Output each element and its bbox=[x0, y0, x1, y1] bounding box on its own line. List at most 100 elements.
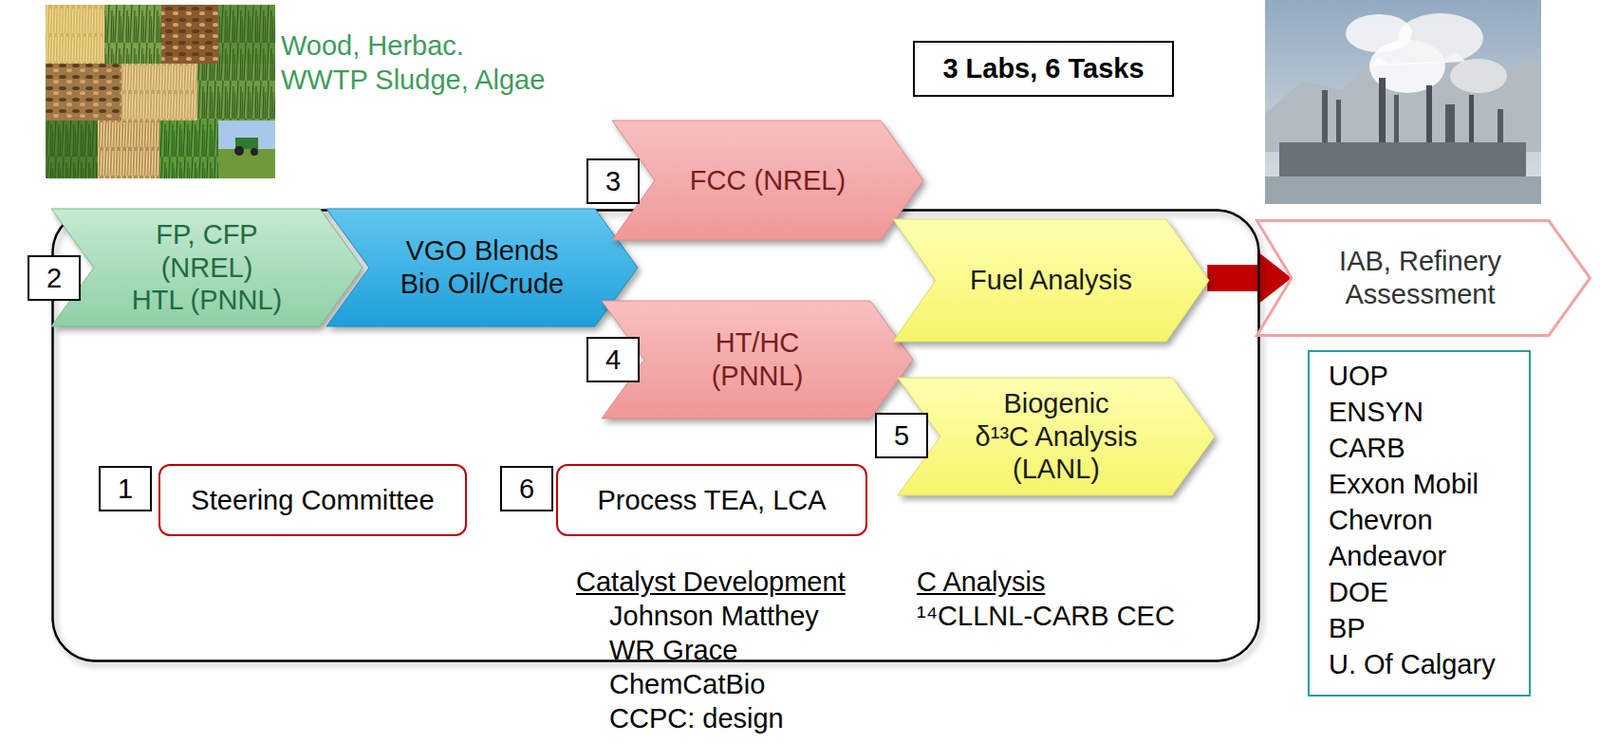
partner-label: Johnson Matthey bbox=[609, 599, 819, 633]
photo-tile bbox=[45, 120, 98, 179]
photo-texture bbox=[161, 4, 219, 64]
node-text: CARB bbox=[1328, 429, 1406, 466]
node-text: δ¹³C Analysis (LANL) bbox=[954, 420, 1159, 487]
photo-sky bbox=[218, 120, 276, 149]
node-text: IAB, Refinery Assessment bbox=[1320, 244, 1521, 312]
chevron-shape bbox=[601, 300, 913, 419]
photo-texture bbox=[104, 4, 162, 64]
chevron-outline bbox=[612, 120, 924, 241]
process-chevron: FP, CFP (NREL)HTL (PNNL) bbox=[51, 208, 363, 327]
sky bbox=[1265, 0, 1542, 205]
process-chevron: Fuel Analysis bbox=[893, 219, 1210, 342]
water bbox=[1265, 176, 1542, 205]
partner-list-box: UOPENSYNCARBExxon MobilChevronAndeavorDO… bbox=[1307, 350, 1531, 697]
output-chevron: IAB, Refinery Assessment bbox=[1255, 219, 1592, 337]
node-text: Fuel Analysis bbox=[969, 263, 1133, 298]
node-text: VGO Blends Bio Oil/Crude bbox=[390, 234, 576, 301]
text-area: FP, CFP (NREL)HTL (PNNL) bbox=[93, 208, 320, 327]
node-text: Andeavor bbox=[1328, 538, 1447, 575]
partner-label: ¹⁴CLLNL-CARB CEC bbox=[916, 599, 1175, 633]
text-area: FCC (NREL) bbox=[654, 120, 881, 241]
process-chevron: VGO Blends Bio Oil/Crude bbox=[326, 208, 638, 327]
callout-number: 4 bbox=[586, 336, 640, 383]
photo-tile bbox=[218, 4, 276, 64]
node-text: Exxon Mobil bbox=[1328, 465, 1479, 503]
photo-texture bbox=[159, 120, 219, 179]
feedstock-photo bbox=[45, 4, 276, 179]
section-heading: C Analysis bbox=[916, 565, 1045, 598]
node-text: FCC (NREL) bbox=[689, 164, 846, 198]
node-text: 3 Labs, 6 Tasks bbox=[942, 52, 1144, 86]
photo-texture bbox=[45, 4, 105, 64]
frame-line bbox=[53, 210, 1260, 662]
smoke bbox=[1450, 58, 1507, 94]
callout-number: 5 bbox=[874, 412, 929, 459]
photo-field bbox=[218, 148, 276, 179]
photo-texture bbox=[197, 63, 276, 121]
callout-number: 2 bbox=[27, 255, 81, 301]
chevron-outline bbox=[51, 208, 363, 327]
photo-tile bbox=[45, 4, 105, 64]
text-area: Biogenicδ¹³C Analysis (LANL) bbox=[940, 377, 1173, 496]
section-heading: Catalyst Development bbox=[576, 565, 846, 598]
process-chevron: Biogenicδ¹³C Analysis (LANL) bbox=[897, 377, 1215, 496]
plant-base bbox=[1279, 142, 1526, 177]
photo-tile bbox=[104, 4, 162, 64]
partner-label: CCPC: design bbox=[609, 702, 784, 735]
callout-number: 3 bbox=[586, 158, 640, 205]
node-text: Chevron bbox=[1328, 502, 1433, 539]
chevron-outline bbox=[893, 219, 1210, 342]
photo-tile bbox=[121, 63, 198, 121]
chevron-outline bbox=[1257, 221, 1591, 336]
text-area: Steering Committee bbox=[160, 465, 466, 535]
photo-tile bbox=[45, 63, 122, 121]
refinery-photo bbox=[1265, 0, 1542, 205]
text-area: IAB, Refinery Assessment bbox=[1291, 219, 1549, 337]
photo-texture bbox=[97, 120, 160, 179]
text-area: Fuel Analysis bbox=[935, 219, 1167, 342]
text-area: VGO Blends Bio Oil/Crude bbox=[369, 208, 596, 327]
chevron-shape bbox=[326, 208, 638, 327]
chevron-outline bbox=[326, 208, 638, 327]
node-text: Process TEA, LCA bbox=[596, 483, 826, 518]
partner-label: WR Grace bbox=[609, 633, 738, 667]
task-box: Steering Committee bbox=[158, 464, 467, 537]
node-text: ENSYN bbox=[1328, 393, 1424, 430]
node-text: DOE bbox=[1328, 574, 1389, 611]
node-text: UOP bbox=[1328, 357, 1389, 394]
arrow-shaft bbox=[1207, 264, 1260, 292]
tractor-wheel bbox=[234, 146, 244, 156]
photo-texture bbox=[45, 120, 98, 179]
photo-texture bbox=[45, 63, 122, 121]
photo-tile bbox=[161, 4, 219, 64]
callout-number: 6 bbox=[500, 465, 554, 512]
node-text: HT/HC (PNNL) bbox=[686, 326, 829, 393]
photo-texture bbox=[218, 4, 276, 64]
text-area: Process TEA, LCA bbox=[558, 465, 866, 535]
node-text: U. Of Calgary bbox=[1328, 646, 1496, 683]
node-text: HTL (PNNL) bbox=[131, 283, 282, 317]
photo-tile bbox=[197, 63, 276, 121]
text-area: HT/HC (PNNL) bbox=[644, 300, 871, 419]
photo-tile bbox=[159, 120, 219, 179]
chevron-shape bbox=[1255, 219, 1592, 337]
process-chevron: FCC (NREL) bbox=[612, 120, 924, 241]
node-text: Biogenic bbox=[1003, 387, 1109, 421]
node-text: Steering Committee bbox=[190, 483, 434, 518]
smoke bbox=[1345, 14, 1413, 53]
process-chevron: HT/HC (PNNL) bbox=[601, 300, 913, 419]
text-area: UOPENSYNCARBExxon MobilChevronAndeavorDO… bbox=[1328, 357, 1496, 683]
photo-tile bbox=[97, 120, 160, 179]
task-box: Process TEA, LCA bbox=[556, 464, 868, 537]
partner-label: ChemCatBio bbox=[609, 668, 765, 701]
chevron-outline bbox=[897, 377, 1215, 496]
tractor-wheel bbox=[250, 148, 259, 156]
callout-number: 1 bbox=[98, 465, 152, 512]
heading-box: 3 Labs, 6 Tasks bbox=[912, 40, 1174, 97]
node-text: FP, CFP (NREL) bbox=[124, 218, 291, 285]
chevron-outline bbox=[601, 300, 913, 419]
node-text: BP bbox=[1328, 610, 1366, 647]
feedstock-label: Wood, Herbac. WWTP Sludge, Algae bbox=[280, 28, 554, 97]
photo-texture bbox=[121, 63, 198, 121]
